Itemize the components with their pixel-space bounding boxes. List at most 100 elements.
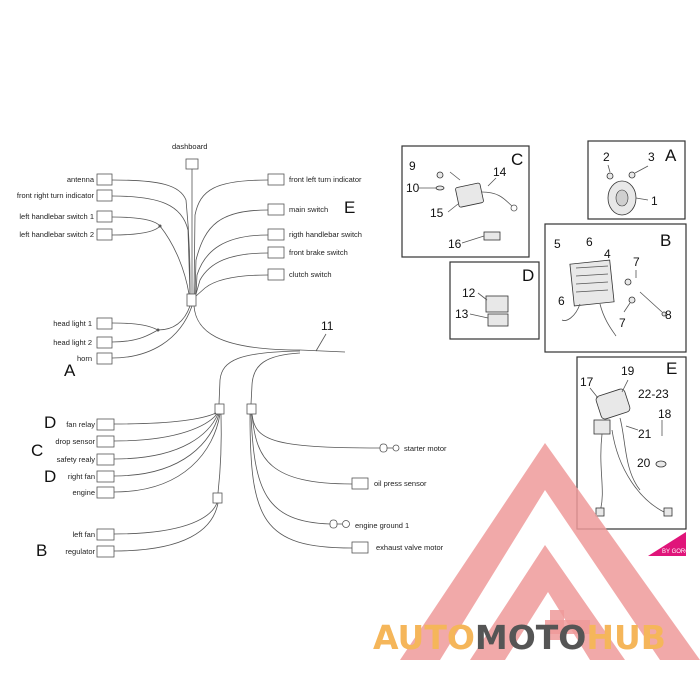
panel-a-number-3: 3: [648, 150, 655, 164]
panel-c-number-15: 15: [430, 206, 444, 220]
right-handlebar-switch-connector: [267, 228, 285, 241]
watermark-text: AUTOMOTOHUB: [373, 618, 666, 657]
starter-motor-terminal: [379, 443, 388, 453]
callout-11: 11: [321, 319, 334, 333]
section-letter-e: E: [344, 198, 355, 217]
left-handlebar-switch-1-label: left handlebar switch 1: [19, 212, 94, 221]
panel-d-number-13: 13: [455, 307, 469, 321]
horn-label: horn: [77, 354, 92, 363]
exhaust-valve-motor-connector: [351, 541, 369, 554]
starter-motor-label: starter motor: [404, 444, 447, 453]
section-letter-a: A: [64, 361, 76, 380]
head-light-1-label: head light 1: [53, 319, 92, 328]
clutch-switch-connector: [267, 268, 285, 281]
panel-c: C 9 14 10 15 16: [401, 145, 530, 258]
panel-e-number-18: 18: [658, 407, 672, 421]
drop-sensor-connector: [96, 435, 115, 448]
panel-e-letter: E: [666, 359, 677, 378]
horn-connector: [96, 352, 113, 365]
left-handlebar-switch-2-label: left handlebar switch 2: [19, 230, 94, 239]
panel-b-number-4: 4: [604, 247, 611, 261]
panel-c-letter: C: [511, 150, 523, 169]
oil-press-sensor-label: oil press sensor: [374, 479, 427, 488]
right-handlebar-switch-label: rigth handlebar switch: [289, 230, 362, 239]
panel-a-number-1: 1: [651, 194, 658, 208]
ignition-switch-part: [595, 388, 631, 420]
lower-right-junction: [246, 403, 257, 415]
panel-a-letter: A: [665, 146, 677, 165]
front-right-turn-indicator-label: front right turn indicator: [17, 191, 95, 200]
relay-part-d: [485, 295, 509, 313]
engine-ground-1-label: engine ground 1: [355, 521, 409, 530]
section-letter-d-1: D: [44, 413, 56, 432]
watermark: AUTOMOTOHUB BY GORGE: [373, 443, 700, 660]
panel-a: A 2 3 1: [587, 140, 686, 220]
fan-relay-connector: [96, 418, 115, 431]
head-light-2-connector: [96, 336, 113, 349]
drop-sensor-label: drop sensor: [55, 437, 95, 446]
panel-b: B 5 6 4 7 6 7 8: [544, 223, 687, 353]
safety-relay-connector: [96, 453, 115, 466]
panel-e: E 17 19 22-23 18 21 20: [576, 356, 687, 530]
front-right-turn-indicator-connector: [96, 189, 113, 202]
panel-d: D 12 13: [449, 261, 540, 340]
panel-b-frame: [544, 223, 687, 353]
panel-a-number-2: 2: [603, 150, 610, 164]
panel-e-frame: [576, 356, 687, 530]
panel-c-number-16: 16: [448, 237, 462, 251]
left-fan-label: left fan: [72, 530, 95, 539]
regulator-connector: [96, 545, 115, 558]
ignition-connector-part: [593, 419, 611, 435]
connector-part-16: [483, 231, 501, 241]
main-switch-label: main switch: [289, 205, 328, 214]
right-fan-label: right fan: [68, 472, 95, 481]
front-brake-switch-connector: [267, 246, 285, 259]
main-switch-connector: [267, 203, 285, 216]
panel-c-number-14: 14: [493, 165, 507, 179]
panel-c-number-10: 10: [406, 181, 420, 195]
relay-part-c: [455, 182, 484, 208]
main-harness: dashboard antenna front right turn indic…: [17, 142, 447, 560]
exhaust-valve-motor-label: exhaust valve motor: [376, 543, 444, 552]
front-left-turn-indicator-label: front left turn indicator: [289, 175, 362, 184]
relay-socket-d: [487, 313, 509, 327]
front-left-turn-indicator-connector: [267, 173, 285, 186]
panel-e-number-22-23: 22-23: [638, 387, 669, 401]
left-fan-connector: [96, 528, 115, 541]
watermark-badge-text: BY GORGE: [662, 549, 694, 555]
regulator-label: regulator: [65, 547, 95, 556]
antenna-label: antenna: [67, 175, 95, 184]
engine-label: engine: [72, 488, 95, 497]
watermark-outer-triangle: [400, 443, 700, 660]
section-letter-b: B: [36, 541, 47, 560]
front-brake-switch-label: front brake switch: [289, 248, 348, 257]
panel-d-letter: D: [522, 266, 534, 285]
panel-b-number-8: 8: [665, 308, 672, 322]
panel-e-number-20: 20: [637, 456, 651, 470]
right-fan-connector: [96, 470, 115, 483]
clutch-switch-label: clutch switch: [289, 270, 332, 279]
antenna-connector: [96, 173, 113, 186]
panel-b-number-7-bottom: 7: [619, 316, 626, 330]
bottom-junction: [212, 492, 223, 504]
section-letter-c: C: [31, 441, 43, 460]
panel-b-number-6-top: 6: [586, 235, 593, 249]
oil-press-sensor-connector: [351, 477, 369, 490]
dashboard-connector: [185, 158, 199, 170]
fan-relay-label: fan relay: [66, 420, 95, 429]
lower-left-junction: [214, 403, 225, 415]
panel-b-number-7-top: 7: [633, 255, 640, 269]
panel-b-letter: B: [660, 231, 671, 250]
head-light-1-connector: [96, 317, 113, 330]
panel-b-number-5: 5: [554, 237, 561, 251]
panel-e-number-19: 19: [621, 364, 635, 378]
panel-b-number-6-left: 6: [558, 294, 565, 308]
section-letter-d-2: D: [44, 467, 56, 486]
safety-relay-label: safety realy: [57, 455, 96, 464]
left-handlebar-switch-2-connector: [96, 228, 113, 241]
panel-a-frame: [587, 140, 686, 220]
panel-c-number-9: 9: [409, 159, 416, 173]
watermark-badge: [648, 532, 686, 556]
head-light-2-label: head light 2: [53, 338, 92, 347]
